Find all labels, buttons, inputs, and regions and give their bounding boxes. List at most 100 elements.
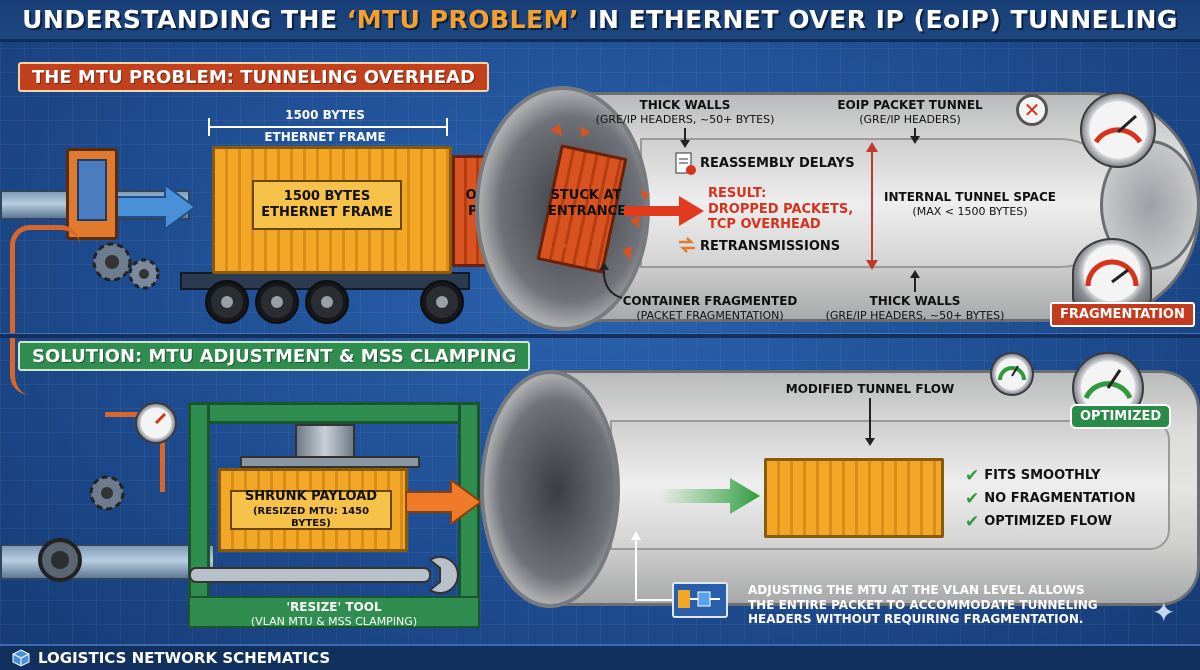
benefit-label: NO FRAGMENTATION bbox=[984, 491, 1136, 506]
stuck-line2: ENTRANCE bbox=[548, 204, 626, 220]
thick-walls-top-title: THICK WALLS bbox=[639, 98, 731, 112]
flow-label-arrowhead bbox=[865, 438, 875, 446]
title-highlight: ‘MTU PROBLEM’ bbox=[346, 5, 579, 34]
wheel bbox=[420, 280, 464, 324]
smooth-flow-arrow bbox=[660, 478, 760, 514]
solution-section-header: SOLUTION: MTU ADJUSTMENT & MSS CLAMPING bbox=[18, 341, 531, 371]
stuck-line1: STUCK AT bbox=[550, 188, 622, 203]
shrunk-payload-label: SHRUNK PAYLOAD (RESIZED MTU: 1450 BYTES) bbox=[230, 489, 392, 530]
wheel bbox=[255, 280, 299, 324]
result-line3: TCP OVERHEAD bbox=[708, 217, 821, 233]
dimension-line bbox=[208, 126, 448, 128]
control-screen bbox=[77, 159, 107, 221]
container-fragmented-label: CONTAINER FRAGMENTED (PACKET FRAGMENTATI… bbox=[615, 294, 805, 323]
dimension-label: 1500 BYTES ETHERNET FRAME bbox=[240, 108, 410, 145]
section-divider bbox=[0, 333, 1200, 338]
note-pointer bbox=[631, 531, 672, 601]
container-label-line2: ETHERNET FRAME bbox=[261, 205, 393, 220]
valve-icon bbox=[38, 538, 82, 582]
problem-section-header: THE MTU PROBLEM: TUNNELING OVERHEAD bbox=[18, 62, 489, 92]
solution-orange-pipe bbox=[105, 412, 165, 492]
resize-tool-label: 'RESIZE' TOOL (VLAN MTU & MSS CLAMPING) bbox=[188, 596, 480, 628]
title-bar: UNDERSTANDING THE ‘MTU PROBLEM’ IN ETHER… bbox=[0, 0, 1200, 42]
thick-walls-top-label: THICK WALLS (GRE/IP HEADERS, ~50+ BYTES) bbox=[585, 98, 785, 127]
container-fragmented-detail: (PACKET FRAGMENTATION) bbox=[636, 309, 784, 322]
benefit-item: ✔ OPTIMIZED FLOW bbox=[965, 510, 1136, 533]
retransmission-icon bbox=[679, 237, 695, 253]
gauge-needle bbox=[1093, 114, 1143, 144]
fragmentation-gauge bbox=[1072, 238, 1152, 308]
dimension-tick-right bbox=[446, 118, 448, 136]
vlan-mtu-note: ADJUSTING THE MTU AT THE VLAN LEVEL ALLO… bbox=[748, 583, 1098, 627]
thick-walls-bottom-title: THICK WALLS bbox=[869, 294, 961, 308]
thick-walls-bottom-label: THICK WALLS (GRE/IP HEADERS, ~50+ BYTES) bbox=[815, 294, 1015, 323]
eoip-tunnel-label: EOIP PACKET TUNNEL (GRE/IP HEADERS) bbox=[820, 98, 1000, 127]
optimized-badge: OPTIMIZED bbox=[1070, 404, 1172, 429]
internal-tunnel-space bbox=[640, 138, 1120, 268]
gear-icon bbox=[89, 475, 125, 511]
result-label: RESULT: DROPPED PACKETS, TCP OVERHEAD bbox=[708, 186, 853, 233]
payload-exit-arrow bbox=[406, 480, 481, 524]
orange-connector-pipe bbox=[10, 225, 80, 395]
thick-walls-bottom-detail: (GRE/IP HEADERS, ~50+ BYTES) bbox=[825, 309, 1005, 322]
gauge-needle bbox=[1085, 259, 1139, 287]
eoip-tunnel-pointer bbox=[914, 128, 916, 138]
internal-space-title: INTERNAL TUNNEL SPACE bbox=[884, 190, 1056, 204]
fitted-container bbox=[764, 458, 944, 538]
check-icon: ✔ bbox=[965, 488, 980, 509]
title-prefix: UNDERSTANDING THE bbox=[22, 5, 347, 34]
footer: LOGISTICS NETWORK SCHEMATICS bbox=[0, 644, 1200, 670]
fragmented-pointer bbox=[599, 262, 623, 299]
eoip-tunnel-detail: (GRE/IP HEADERS) bbox=[859, 113, 961, 126]
benefit-item: ✔ NO FRAGMENTATION bbox=[965, 487, 1136, 510]
title-suffix: IN ETHERNET OVER IP (EoIP) TUNNELING bbox=[578, 5, 1178, 34]
small-gauge bbox=[990, 352, 1034, 396]
benefits-list: ✔ FITS SMOOTHLY ✔ NO FRAGMENTATION ✔ OPT… bbox=[965, 464, 1136, 533]
eoip-tunnel-arrowhead bbox=[910, 136, 920, 144]
gauge-needle bbox=[154, 412, 167, 425]
solution-input-pipe bbox=[0, 544, 215, 580]
resize-tool-detail: (VLAN MTU & MSS CLAMPING) bbox=[250, 615, 418, 628]
result-line2: DROPPED PACKETS, bbox=[708, 201, 854, 217]
page-title: UNDERSTANDING THE ‘MTU PROBLEM’ IN ETHER… bbox=[22, 5, 1178, 34]
fragment-debris bbox=[550, 124, 650, 260]
thick-walls-bottom-arrowhead bbox=[910, 270, 920, 278]
check-icon: ✔ bbox=[965, 465, 980, 486]
container-fragmented-title: CONTAINER FRAGMENTED bbox=[622, 294, 798, 308]
document-error-icon bbox=[675, 152, 696, 175]
wrench-icon bbox=[189, 556, 459, 594]
flow-label-pointer bbox=[869, 398, 871, 440]
stuck-label: STUCK AT ENTRANCE bbox=[548, 188, 626, 221]
sparkle-icon: ✦ bbox=[1152, 596, 1176, 629]
dimension-label-line1: 1500 BYTES bbox=[285, 108, 365, 122]
cube-logo-icon bbox=[12, 649, 30, 667]
input-flow-arrow bbox=[110, 185, 195, 229]
internal-space-label: INTERNAL TUNNEL SPACE (MAX < 1500 BYTES) bbox=[880, 190, 1060, 219]
thick-walls-top-arrowhead bbox=[680, 140, 690, 148]
pressure-gauge-high bbox=[1080, 92, 1156, 168]
flow-diagram-icon bbox=[678, 590, 720, 608]
reassembly-delays-label: REASSEMBLY DELAYS bbox=[700, 156, 855, 171]
wheel bbox=[305, 280, 349, 324]
thick-walls-top-detail: (GRE/IP HEADERS, ~50+ BYTES) bbox=[595, 113, 775, 126]
thick-walls-top-pointer bbox=[684, 128, 686, 142]
result-line1: RESULT: bbox=[708, 186, 767, 201]
internal-space-detail: (MAX < 1500 BYTES) bbox=[912, 205, 1028, 218]
internal-space-arrow bbox=[871, 148, 873, 262]
container-label-line1: 1500 BYTES bbox=[283, 188, 371, 204]
arrow-head-up bbox=[866, 142, 878, 152]
gauge-needle bbox=[998, 365, 1026, 381]
shrunk-payload-line1: SHRUNK PAYLOAD bbox=[244, 489, 378, 505]
arrow-head-down bbox=[866, 260, 878, 270]
tunnel-entrance bbox=[475, 86, 650, 331]
benefit-label: FITS SMOOTHLY bbox=[984, 468, 1101, 483]
modified-tunnel-flow-label: MODIFIED TUNNEL FLOW bbox=[785, 382, 955, 396]
result-arrow bbox=[624, 196, 704, 226]
footer-label: LOGISTICS NETWORK SCHEMATICS bbox=[38, 649, 331, 667]
container-label: 1500 BYTES ETHERNET FRAME bbox=[252, 180, 402, 230]
resize-tool-title: 'RESIZE' TOOL bbox=[286, 600, 382, 614]
dimension-label-line2: ETHERNET FRAME bbox=[264, 129, 386, 144]
modified-tunnel-entrance bbox=[480, 370, 620, 608]
check-icon: ✔ bbox=[965, 511, 980, 532]
solution-pressure-gauge bbox=[135, 402, 177, 444]
